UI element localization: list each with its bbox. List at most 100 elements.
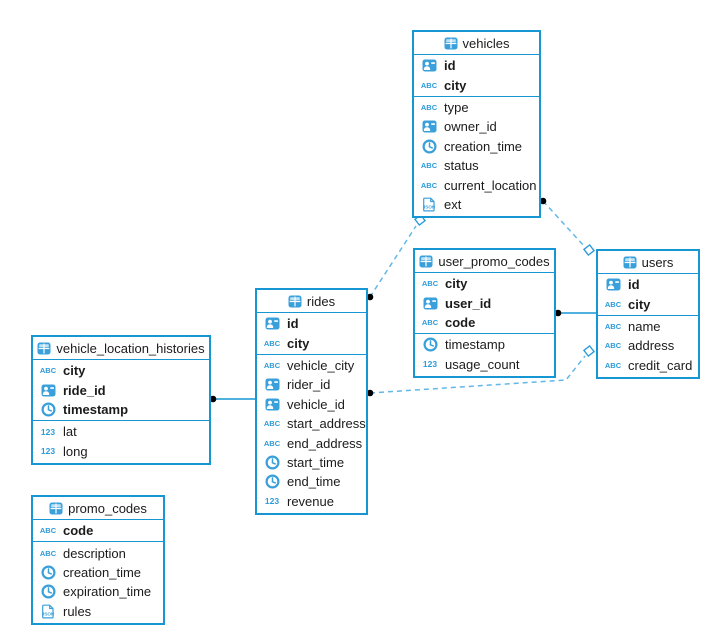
id-badge-icon (420, 295, 440, 311)
diamond-marker (582, 243, 596, 257)
column-lat[interactable]: 123 lat (33, 422, 209, 441)
column-id[interactable]: id (414, 56, 539, 75)
columns-section: ABC description creation_time expiration… (33, 542, 163, 623)
table-users[interactable]: users id ABC city ABC name ABC address A… (596, 249, 700, 379)
column-label: city (444, 77, 467, 93)
column-expiration_time[interactable]: expiration_time (33, 582, 163, 601)
table-header[interactable]: rides (257, 290, 366, 313)
clock-icon (262, 454, 282, 470)
column-current_location[interactable]: ABC current_location (414, 175, 539, 194)
column-creation_time[interactable]: creation_time (414, 137, 539, 156)
column-vehicle_id[interactable]: vehicle_id (257, 395, 366, 414)
column-name[interactable]: ABC name (598, 317, 698, 336)
column-label: city (287, 335, 310, 351)
id-badge-icon (262, 377, 282, 393)
column-label: city (628, 296, 651, 312)
column-vehicle_city[interactable]: ABC vehicle_city (257, 356, 366, 375)
column-city[interactable]: ABC city (257, 333, 366, 352)
column-label: ride_id (63, 382, 106, 398)
json-icon: JSON (38, 603, 58, 619)
column-type[interactable]: ABC type (414, 98, 539, 117)
column-label: start_address (287, 416, 366, 432)
column-rules[interactable]: JSON rules (33, 602, 163, 621)
column-status[interactable]: ABC status (414, 156, 539, 175)
table-header[interactable]: promo_codes (33, 497, 163, 520)
table-promo_codes[interactable]: promo_codes ABC code ABC description cre… (31, 495, 165, 625)
abc-icon: ABC (420, 102, 438, 112)
columns-section: timestamp 123 usage_count (415, 334, 554, 376)
abc-icon: ABC (420, 80, 438, 90)
column-usage_count[interactable]: 123 usage_count (415, 355, 554, 374)
column-credit_card[interactable]: ABC credit_card (598, 356, 698, 375)
column-label: current_location (444, 177, 537, 193)
column-label: usage_count (445, 356, 520, 372)
column-ext[interactable]: JSON ext (414, 195, 539, 214)
dot-marker (366, 389, 374, 397)
column-creation_time[interactable]: creation_time (33, 563, 163, 582)
table-header[interactable]: users (598, 251, 698, 274)
column-id[interactable]: id (598, 275, 698, 294)
column-ride_id[interactable]: ride_id (33, 380, 209, 399)
dot-marker (554, 309, 562, 317)
column-id[interactable]: id (257, 314, 366, 333)
key-columns-section: ABC code (33, 520, 163, 543)
relationship-vehicle_location_histories-to-rides (209, 395, 257, 403)
column-end_time[interactable]: end_time (257, 472, 366, 491)
column-label: type (444, 99, 469, 115)
diamond-marker (582, 344, 596, 358)
column-city[interactable]: ABC city (33, 361, 209, 380)
column-start_time[interactable]: start_time (257, 453, 366, 472)
column-label: creation_time (63, 564, 142, 580)
column-rider_id[interactable]: rider_id (257, 375, 366, 394)
column-end_address[interactable]: ABC end_address (257, 433, 366, 452)
column-timestamp[interactable]: timestamp (33, 400, 209, 419)
column-address[interactable]: ABC address (598, 336, 698, 355)
table-header[interactable]: vehicles (414, 32, 539, 55)
column-label: rider_id (287, 377, 331, 393)
table-icon (37, 340, 51, 356)
column-label: creation_time (444, 138, 523, 154)
table-icon (623, 254, 637, 270)
column-user_id[interactable]: user_id (415, 293, 554, 312)
column-label: long (63, 443, 88, 459)
column-code[interactable]: ABC code (33, 521, 163, 540)
column-label: code (63, 523, 94, 539)
column-start_address[interactable]: ABC start_address (257, 414, 366, 433)
key-columns-section: ABC city user_id ABC code (415, 273, 554, 335)
relationship-line (369, 355, 586, 394)
clock-icon (420, 337, 440, 353)
table-user_promo_codes[interactable]: user_promo_codes ABC city user_id ABC co… (413, 248, 556, 378)
column-city[interactable]: ABC city (598, 294, 698, 313)
table-header[interactable]: user_promo_codes (415, 250, 554, 273)
clock-icon (38, 564, 58, 580)
column-code[interactable]: ABC code (415, 313, 554, 332)
column-label: vehicle_city (287, 357, 355, 373)
123-icon: 123 (422, 359, 438, 370)
column-long[interactable]: 123 long (33, 442, 209, 461)
column-description[interactable]: ABC description (33, 543, 163, 562)
key-columns-section: ABC city ride_id timestamp (33, 360, 209, 422)
123-icon: 123 (40, 426, 56, 437)
table-vehicles[interactable]: vehicles id ABC city ABC type owner_id (412, 30, 541, 219)
column-city[interactable]: ABC city (415, 274, 554, 293)
abc-icon: ABC (420, 161, 438, 171)
column-timestamp[interactable]: timestamp (415, 335, 554, 354)
table-icon (288, 293, 302, 309)
column-owner_id[interactable]: owner_id (414, 117, 539, 136)
svg-text:JSON: JSON (42, 611, 55, 616)
id-badge-icon (262, 316, 282, 332)
id-badge-icon (419, 58, 439, 74)
abc-icon: ABC (604, 299, 622, 309)
table-vehicle_location_histories[interactable]: vehicle_location_histories ABC city ride… (31, 335, 211, 465)
column-revenue[interactable]: 123 revenue (257, 492, 366, 511)
table-header[interactable]: vehicle_location_histories (33, 337, 209, 360)
column-city[interactable]: ABC city (414, 75, 539, 94)
table-title: user_promo_codes (438, 253, 550, 269)
column-label: end_time (287, 474, 341, 490)
id-badge-icon (38, 382, 58, 398)
column-label: city (445, 276, 468, 292)
table-rides[interactable]: rides id ABC city ABC vehicle_city rider… (255, 288, 368, 515)
column-label: end_address (287, 435, 363, 451)
column-label: city (63, 363, 86, 379)
abc-icon: ABC (263, 419, 281, 429)
